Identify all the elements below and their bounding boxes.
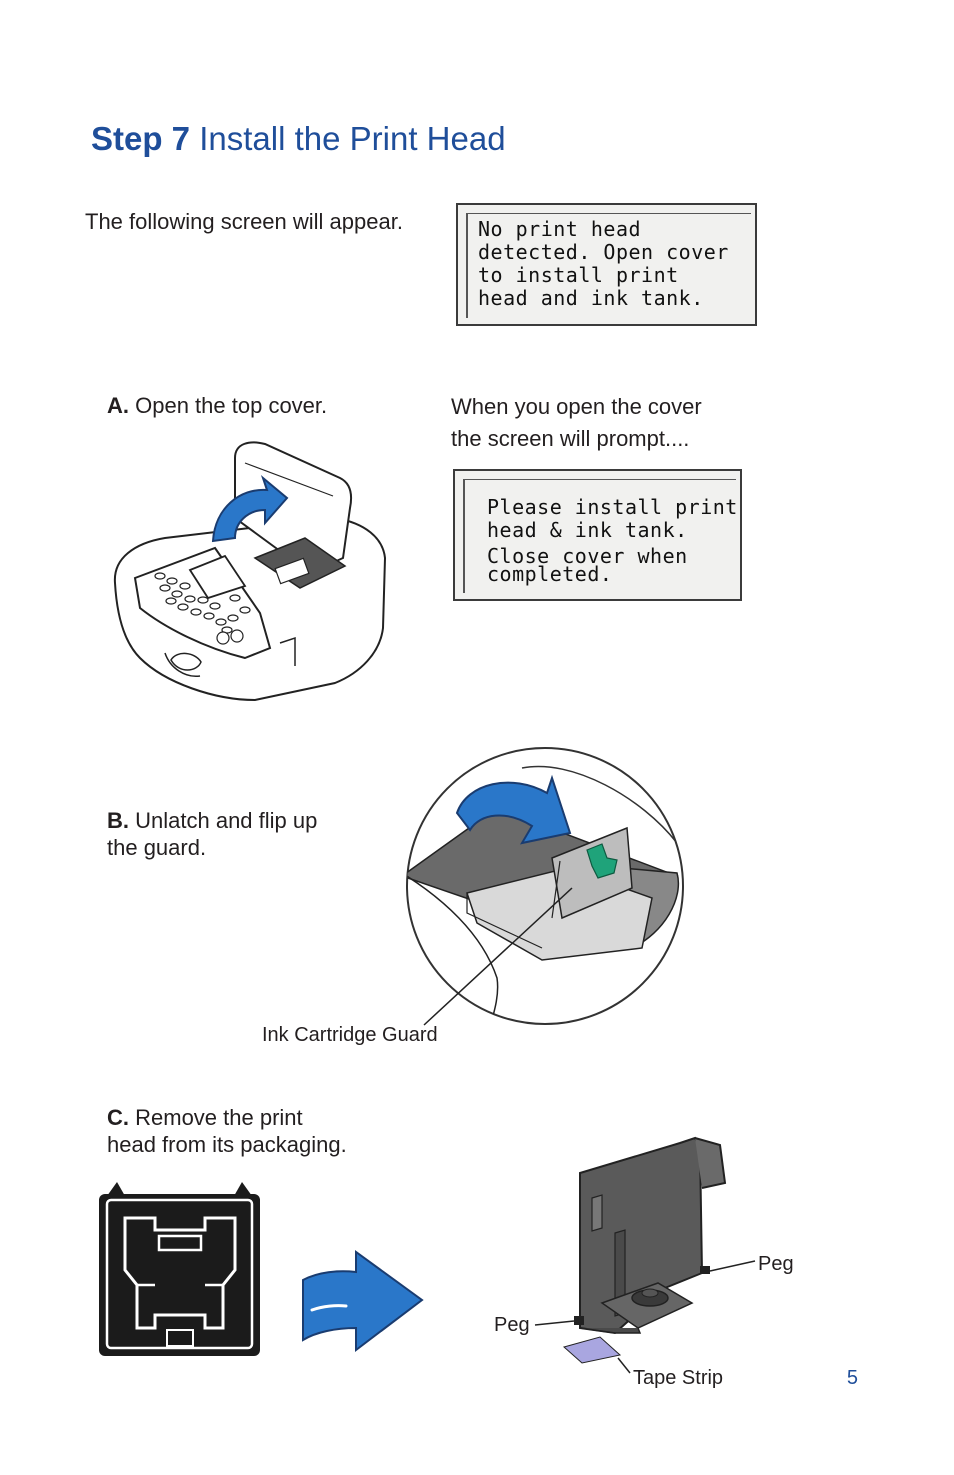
- step-b-letter: B.: [107, 808, 129, 833]
- tape-strip-label: Tape Strip: [633, 1367, 724, 1389]
- step-b-instruction: B. Unlatch and flip up the guard.: [107, 807, 317, 861]
- step-label: Step 7: [91, 120, 191, 157]
- lcd-line-1: Please install print: [487, 495, 738, 519]
- page-title: Step 7 Install the Print Head: [91, 120, 506, 158]
- intro-text: The following screen will appear.: [85, 209, 403, 234]
- lcd-bezel: [466, 213, 751, 318]
- step-a-prompt-line-1: When you open the cover: [451, 394, 702, 419]
- step-c-text-1: Remove the print: [135, 1105, 303, 1130]
- print-head-illustration: [534, 1136, 756, 1374]
- step-a-prompt-line-2: the screen will prompt....: [451, 426, 690, 451]
- step-a-instruction: A. Open the top cover.: [107, 390, 327, 422]
- step-a-text: Open the top cover.: [135, 393, 328, 418]
- page-number: 5: [846, 1367, 858, 1389]
- ink-cartridge-guard-label: Ink Cartridge Guard: [262, 1024, 438, 1046]
- print-head-packaging-illustration: [99, 1182, 260, 1356]
- lcd-line-4: head and ink tank.: [478, 286, 704, 310]
- step-c-instruction: C. Remove the print head from its packag…: [107, 1104, 347, 1158]
- peg-right-label: Peg: [758, 1253, 794, 1275]
- lcd-line-3: to install print: [478, 263, 679, 287]
- lcd-bezel: [463, 479, 736, 593]
- guard-closeup-illustration: [406, 747, 684, 1026]
- step-b-text-2: the guard.: [107, 835, 207, 860]
- step-c-letter: C.: [107, 1105, 129, 1130]
- lcd-line-3: Close cover when: [487, 544, 688, 568]
- lcd-line-2: detected. Open cover: [478, 240, 729, 264]
- right-arrow-icon: [302, 1250, 424, 1353]
- lcd-screen-install-prompt: Please install print head & ink tank. Cl…: [453, 469, 742, 601]
- step-title: Install the Print Head: [199, 120, 506, 157]
- step-c-text-2: head from its packaging.: [107, 1132, 347, 1157]
- postage-meter-illustration: [113, 441, 387, 702]
- peg-left-label: Peg: [494, 1314, 530, 1336]
- lcd-line-1: No print head: [478, 217, 642, 241]
- step-b-text-1: Unlatch and flip up: [135, 808, 318, 833]
- lcd-line-4: completed.: [487, 562, 613, 586]
- lcd-screen-no-print-head: No print head detected. Open cover to in…: [456, 203, 757, 326]
- lcd-line-2: head & ink tank.: [487, 518, 688, 542]
- step-a-letter: A.: [107, 393, 129, 418]
